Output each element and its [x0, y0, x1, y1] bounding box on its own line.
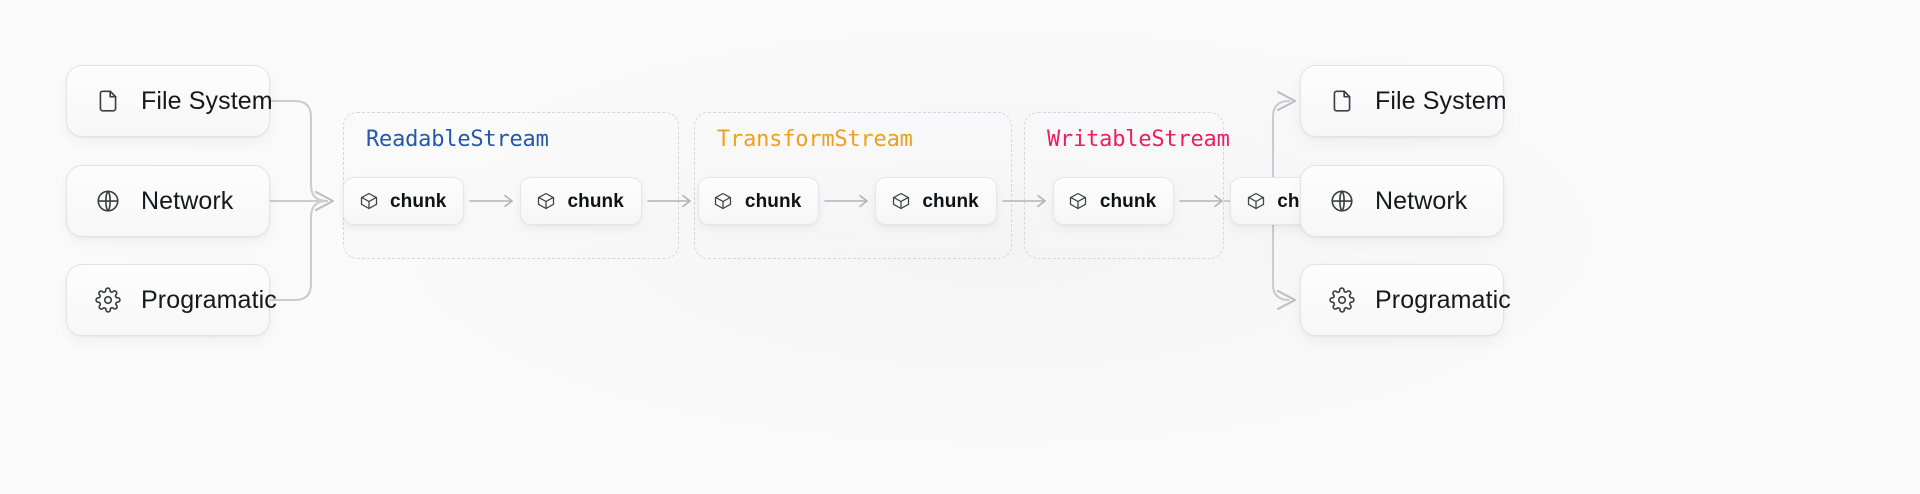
chunk-label: chunk [567, 190, 624, 212]
sink-card-file-system[interactable]: File System [1300, 65, 1507, 137]
gear-icon [93, 285, 123, 315]
source-card-file-system[interactable]: File System [66, 65, 273, 137]
source-label: Programatic [141, 285, 277, 314]
file-icon [1327, 86, 1357, 116]
source-label: Network [141, 186, 234, 215]
panel-title-writable: WritableStream [1047, 127, 1230, 152]
chunk-pipeline: chunk chunk [343, 177, 1352, 225]
source-card-programatic[interactable]: Programatic [66, 264, 277, 336]
gear-icon [1327, 285, 1357, 315]
source-card-network[interactable]: Network [66, 165, 270, 237]
sink-label: Network [1375, 186, 1468, 215]
sink-label: File System [1375, 86, 1507, 115]
arrow-right-icon [642, 194, 698, 208]
source-label: File System [141, 86, 273, 115]
arrow-right-icon [464, 194, 520, 208]
arrow-right-icon [997, 194, 1053, 208]
globe-icon [93, 186, 123, 216]
chunk-label: chunk [390, 190, 447, 212]
panel-title-readable: ReadableStream [366, 127, 549, 152]
chunk-label: chunk [922, 190, 979, 212]
panel-title-transform: TransformStream [717, 127, 913, 152]
globe-icon [1327, 186, 1357, 216]
sink-label: Programatic [1375, 285, 1511, 314]
arrow-right-icon [1174, 194, 1230, 208]
sink-card-programatic[interactable]: Programatic [1300, 264, 1511, 336]
cube-icon [890, 191, 911, 212]
cube-icon [358, 191, 379, 212]
arrow-right-icon [819, 194, 875, 208]
cube-icon [535, 191, 556, 212]
chunk-box[interactable]: chunk [1052, 177, 1175, 225]
cube-icon [1068, 191, 1089, 212]
file-icon [93, 86, 123, 116]
cube-icon [1245, 191, 1266, 212]
cube-icon [713, 191, 734, 212]
chunk-label: chunk [1099, 190, 1157, 212]
chunk-box[interactable]: chunk [520, 177, 642, 225]
chunk-box[interactable]: chunk [875, 177, 997, 225]
chunk-box[interactable]: chunk [343, 177, 465, 225]
chunk-box[interactable]: chunk [697, 177, 820, 225]
sink-card-network[interactable]: Network [1300, 165, 1504, 237]
chunk-label: chunk [744, 190, 802, 212]
